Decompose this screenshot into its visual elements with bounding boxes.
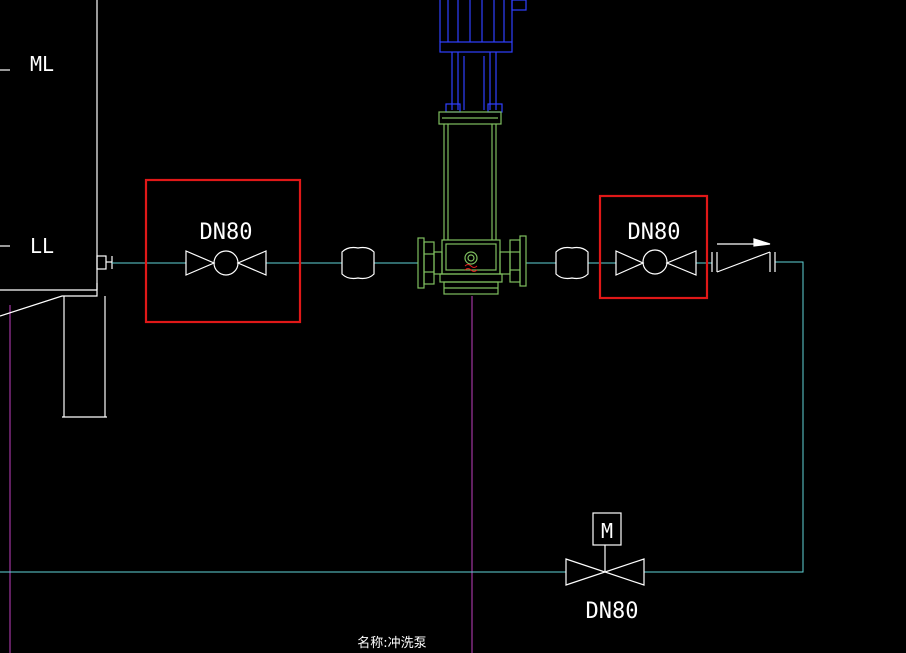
level-label-ml: ML bbox=[30, 52, 54, 76]
ball-valve-icon bbox=[615, 249, 697, 276]
highlight-box-suction bbox=[144, 178, 302, 324]
actuator-box bbox=[592, 512, 622, 546]
pump-motor bbox=[439, 0, 527, 113]
valve-size-motorized: DN80 bbox=[586, 599, 639, 624]
highlight-box-discharge bbox=[598, 194, 709, 300]
storage-tank-icon bbox=[0, 0, 113, 418]
caption-text: 名称:冲洗泵 bbox=[357, 635, 426, 651]
tank-nozzle bbox=[96, 255, 107, 270]
level-label-ll: LL bbox=[30, 234, 54, 258]
check-valve-icon bbox=[711, 238, 776, 273]
valve-size-suction: DN80 bbox=[200, 220, 253, 245]
pump-indicator-icon bbox=[464, 264, 478, 272]
piping bbox=[0, 261, 804, 573]
actuator-label: M bbox=[601, 519, 613, 543]
ball-valve-icon bbox=[185, 250, 267, 276]
reference-lines bbox=[9, 296, 473, 653]
return-line bbox=[644, 261, 804, 573]
motorized-valve-icon bbox=[565, 512, 645, 586]
tank-cone bbox=[0, 283, 98, 317]
flexible-joint-icon bbox=[555, 246, 589, 280]
valve-size-discharge: DN80 bbox=[628, 220, 681, 245]
flexible-joint-icon bbox=[341, 246, 375, 280]
flow-arrow-icon bbox=[753, 238, 771, 247]
